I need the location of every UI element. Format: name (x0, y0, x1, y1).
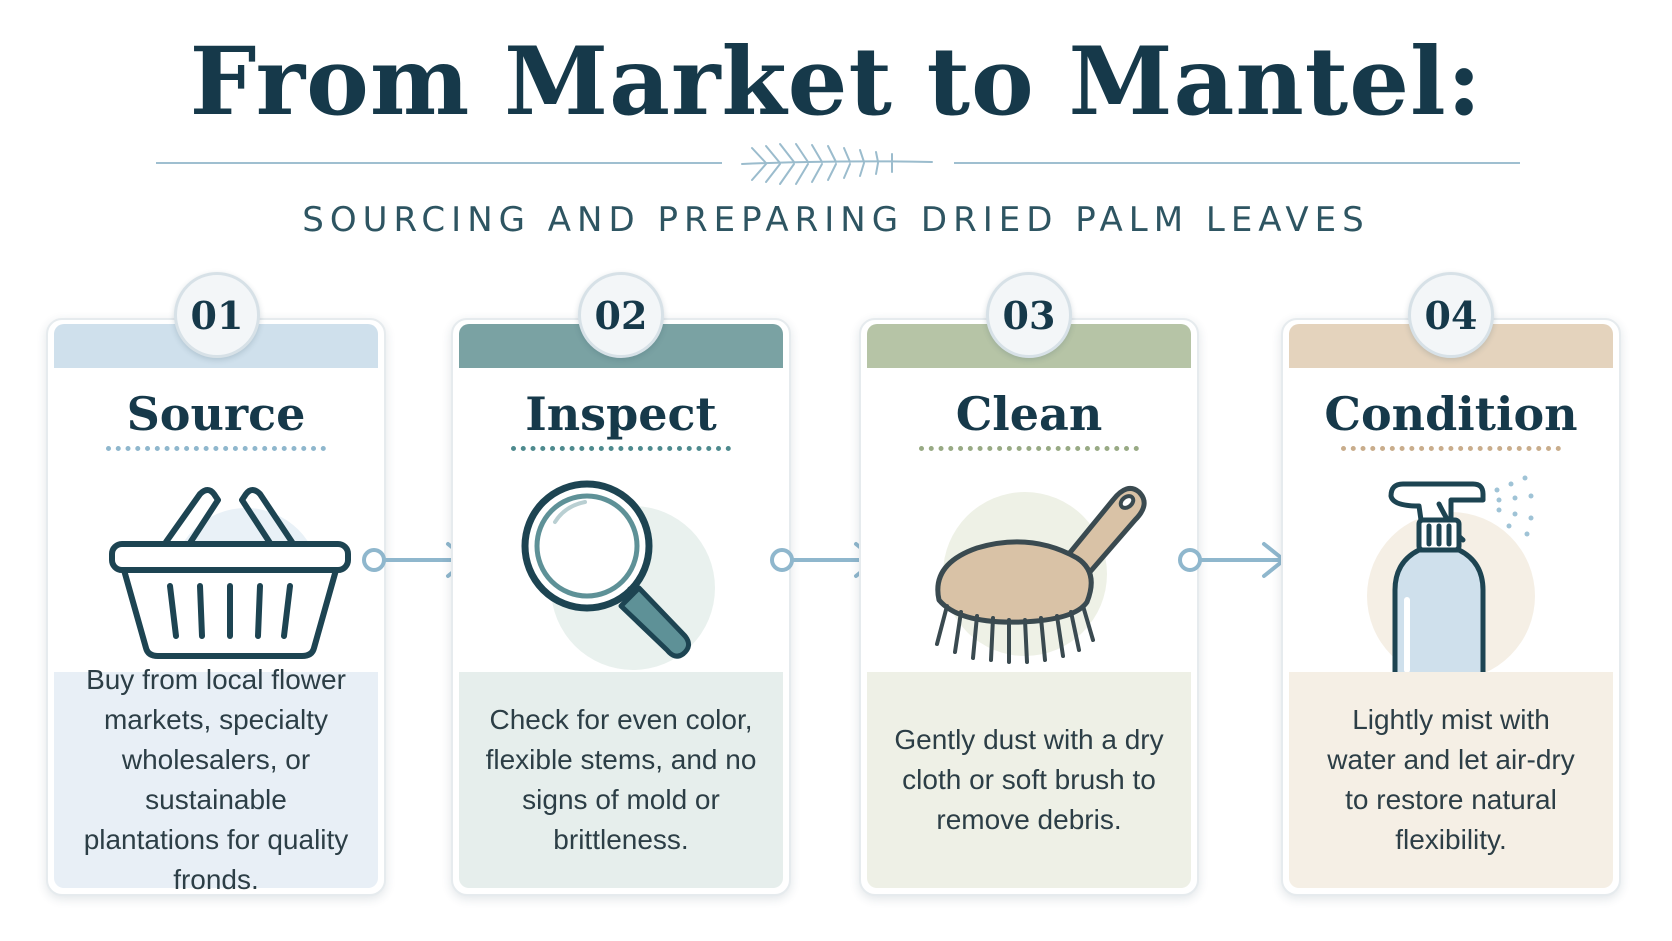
step-number-badge: 04 (1408, 272, 1494, 358)
title-divider-left (156, 162, 722, 164)
step-title: Clean (955, 387, 1103, 441)
page-subtitle: SOURCING AND PREPARING DRIED PALM LEAVES (302, 200, 1370, 240)
brush-icon (935, 485, 1147, 664)
dotted-divider (511, 446, 731, 451)
step-description: Buy from local flower markets, specialty… (54, 664, 378, 894)
step-number-badge: 03 (986, 272, 1072, 358)
step-title: Inspect (525, 387, 717, 441)
spray-bottle-icon (1367, 475, 1535, 690)
page-title: From Market to Mantel: (189, 27, 1483, 137)
step-description: Check for even color, flexible stems, an… (459, 672, 783, 888)
step-card-inspect: Inspect Check for even color, flexible s… (451, 318, 791, 896)
step-card-condition: Condition Lightly mist with water and le… (1281, 318, 1621, 896)
step-description: Lightly mist with water and let air-dry … (1289, 672, 1613, 888)
dotted-divider (919, 446, 1139, 451)
title-divider-right (954, 162, 1520, 164)
step-title: Source (126, 387, 306, 441)
step-card-source: Source Buy from local flower markets, sp… (46, 318, 386, 896)
basket-icon (109, 487, 351, 659)
step-card-clean: Clean Gently dust with a dry cloth or so… (859, 318, 1199, 896)
step-number-badge: 02 (578, 272, 664, 358)
arrow-right-icon (1178, 542, 1286, 578)
dotted-divider (106, 446, 326, 451)
magnifying-glass-icon (521, 480, 715, 670)
step-title: Condition (1324, 387, 1578, 441)
step-number-badge: 01 (174, 272, 260, 358)
dotted-divider (1341, 446, 1561, 451)
palm-frond-icon (741, 143, 933, 185)
step-description: Gently dust with a dry cloth or soft bru… (867, 672, 1191, 888)
